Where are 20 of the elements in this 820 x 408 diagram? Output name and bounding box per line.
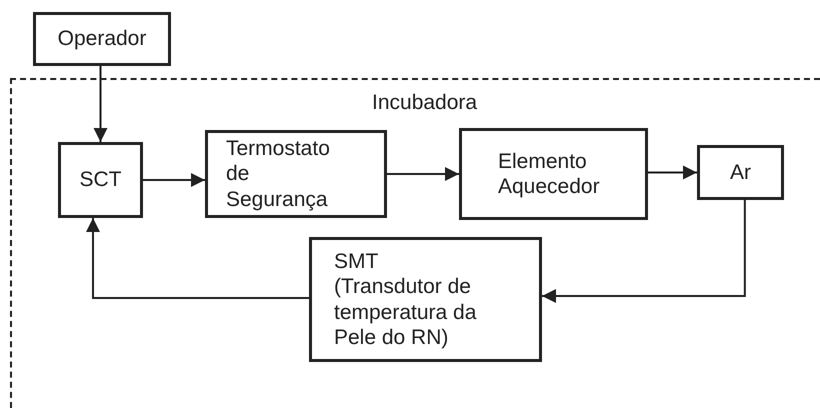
- group-title: Incubadora: [372, 90, 478, 116]
- process-box: [33, 12, 171, 66]
- arrow: [542, 200, 746, 303]
- box-label: SCT: [80, 167, 122, 193]
- process-box: [697, 145, 784, 200]
- process-box: [205, 130, 387, 218]
- process-box: [309, 237, 542, 362]
- box-label: Termostato de Segurança: [226, 136, 331, 212]
- arrow: [94, 66, 108, 142]
- box-label: Operador: [58, 26, 146, 52]
- arrow: [143, 173, 205, 187]
- process-box: [58, 142, 143, 218]
- arrow: [648, 166, 697, 180]
- box-label: Elemento Aquecedor: [498, 148, 601, 200]
- box-label: Ar: [730, 160, 751, 186]
- arrow: [86, 218, 309, 299]
- box-label: SMT (Transdutor de temperatura da Pele do RN): [334, 249, 478, 350]
- arrow: [387, 167, 459, 181]
- process-box: [459, 128, 648, 220]
- dashed-boundary: [10, 78, 820, 408]
